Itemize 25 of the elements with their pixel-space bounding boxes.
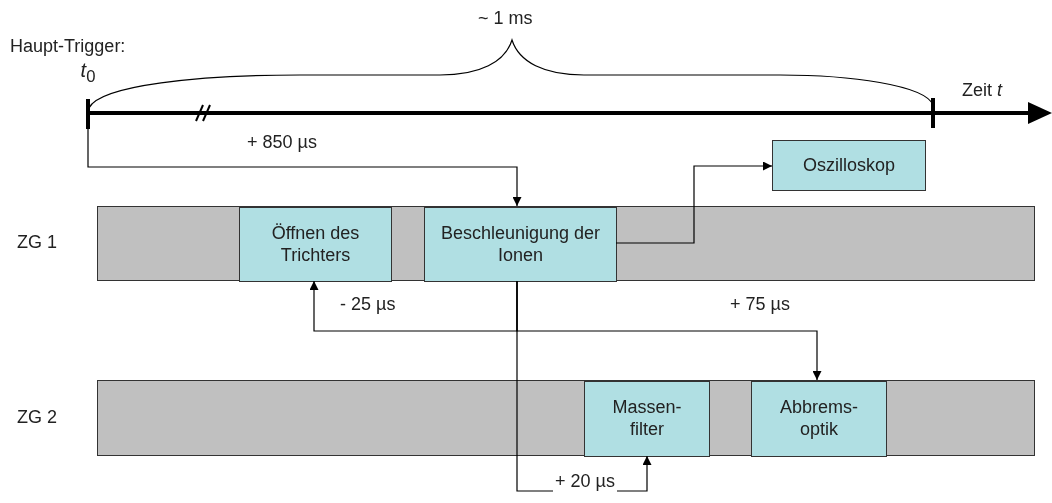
edge-label: + 850 µs [245,132,319,153]
note-label: Zeit t [962,80,1003,101]
event-label: Oszilloskop [802,154,896,177]
event-box [751,381,887,457]
event-label: Beschleunigung der Ionen [439,222,602,267]
bar-label: ZG 1 [17,232,57,253]
event-label: Abbrems- optik [779,397,859,441]
event-box [424,207,617,282]
event-label: Massen- filter [611,397,683,441]
event-label: Öffnen des Trichters [270,222,361,267]
timing-bar [97,380,1035,456]
event-box [239,207,392,282]
note-label: ~ 1 ms [478,8,533,29]
bar-label: ZG 2 [17,407,57,428]
trigger-label: t$_{0}$ [79,58,97,87]
connector-arrow [309,280,518,332]
edge-label: + 75 µs [728,294,792,315]
connector-arrow [615,161,773,244]
event-box [772,140,926,191]
edge-label: - 25 µs [338,294,398,315]
edge-label: + 20 µs [553,471,617,492]
connector-arrow [87,128,522,207]
event-box [584,381,710,457]
note-label: Haupt-Trigger: [10,36,126,57]
timing-bar [97,206,1035,281]
